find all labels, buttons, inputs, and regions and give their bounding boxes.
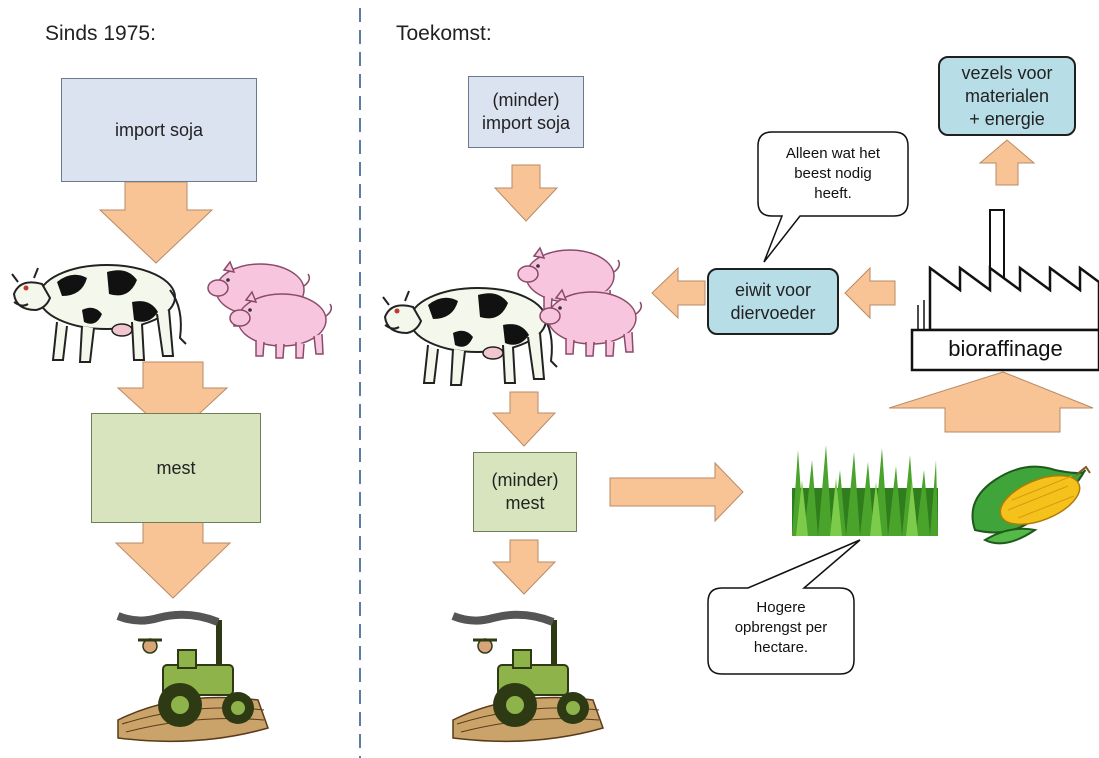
tractor-icon (118, 615, 268, 742)
bubble-yield (707, 539, 861, 675)
box-import-soja: import soja (61, 78, 257, 182)
box-minder-mest-line1: (minder) (491, 470, 559, 490)
bubble-yield-text: Hogere opbrengst per hectare. (710, 598, 852, 658)
box-minder-mest-line2: mest (505, 493, 545, 513)
box-eiwit-diervoeder: eiwit voor diervoeder (707, 268, 839, 335)
cow-icon (382, 287, 558, 386)
factory-icon (910, 209, 1099, 372)
left-heading: Sinds 1975: (45, 22, 156, 45)
box-vezels-line2: materialen (964, 85, 1050, 106)
bubble-animal-need (757, 131, 909, 263)
box-minder-import-line2: import soja (481, 113, 571, 133)
box-minder-import-soja: (minder) import soja (468, 76, 584, 148)
box-vezels-line3: + energie (969, 108, 1045, 129)
box-eiwit-line2: diervoeder (730, 302, 816, 323)
box-vezels-line1: vezels voor (961, 62, 1053, 83)
tractor-icon (453, 615, 603, 742)
box-eiwit-line1: eiwit voor (734, 279, 812, 300)
factory-label: bioraffinage (948, 336, 1063, 361)
right-heading: Toekomst: (396, 22, 492, 45)
box-import-soja-label: import soja (114, 119, 204, 140)
bubble-yield-line2: opbrengst per (734, 619, 828, 636)
bubble-yield-line1: Hogere (756, 599, 806, 616)
bubble-animal-line2: beest nodig (794, 165, 872, 182)
box-minder-import-line1: (minder) (492, 90, 560, 110)
box-minder-mest: (minder) mest (473, 452, 577, 532)
box-mest-label: mest (156, 457, 196, 478)
bubble-animal-line3: heeft. (814, 185, 852, 202)
bubble-animal-line1: Alleen wat het (785, 145, 881, 162)
grass-icon (792, 445, 938, 536)
cow-icon (11, 264, 187, 363)
corn-icon (971, 465, 1091, 545)
box-vezels: vezels voor materialen + energie (938, 56, 1076, 136)
bubble-yield-line3: hectare. (753, 639, 809, 656)
bubble-animal-text: Alleen wat het beest nodig heeft. (760, 144, 906, 204)
box-mest: mest (91, 413, 261, 523)
